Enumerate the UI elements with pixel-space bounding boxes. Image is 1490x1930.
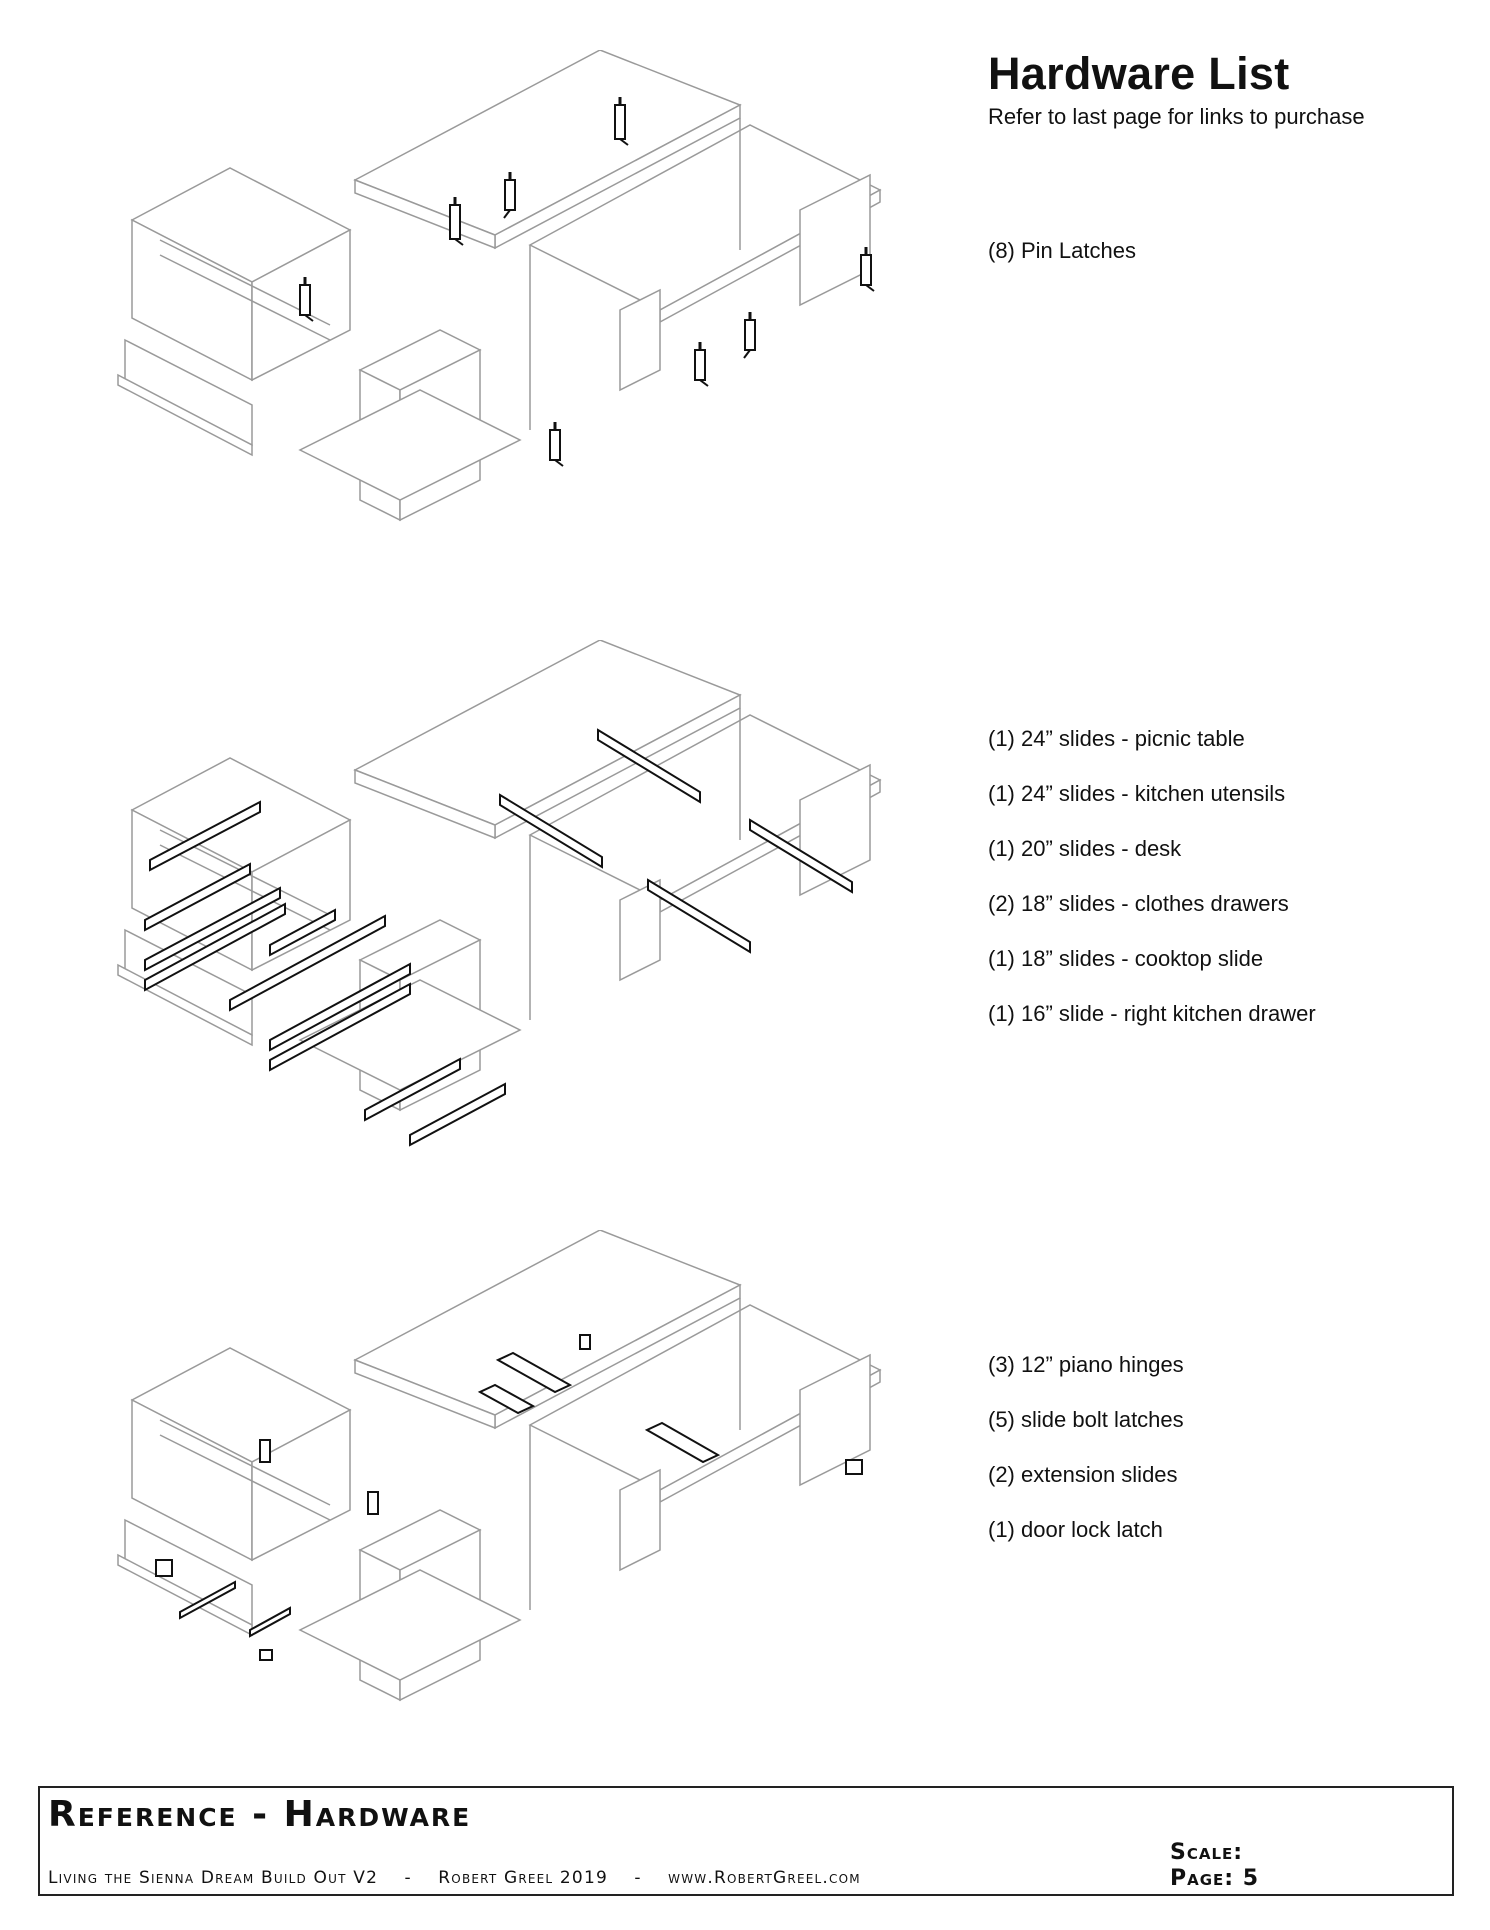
hardware-list-hinges-latches: (3) 12” piano hinges (5) slide bolt latc… [988,1352,1184,1572]
pin-latch [860,247,875,292]
pin-latch [614,97,629,146]
pin-latches [299,97,875,467]
piano-hinge [644,1421,721,1464]
footer-separator: - [404,1868,412,1888]
hardware-item: (3) 12” piano hinges [988,1352,1184,1377]
author-credit: Robert Greel 2019 [438,1868,608,1888]
pin-latch [503,172,516,219]
door-lock-latch [259,1649,273,1661]
hardware-item: (1) 24” slides - picnic table [988,726,1245,751]
slide-bolt-latch [579,1334,591,1350]
hardware-list-slides: (1) 24” slides - picnic table (1) 24” sl… [988,726,1316,1056]
drawer-slide [144,902,286,992]
slide-bolt-latch [367,1491,379,1515]
drawer-slides [144,728,853,1147]
pin-latch [743,312,756,359]
pin-latch [549,422,564,467]
drawer-slide [409,1082,506,1147]
floor-plate [298,389,522,501]
bed-support [619,288,661,392]
drawer-slide [364,1057,461,1122]
floor-plate [298,1569,522,1681]
project-name: Living the Sienna Dream Build Out V2 [48,1868,379,1888]
website-text: www.RobertGreel.com [668,1868,861,1888]
pin-latch [449,197,464,246]
drawer-slides-illustration [100,640,960,1180]
platform-front [354,768,496,840]
pin-latch-drawing [117,50,882,522]
platform-front [354,1358,496,1430]
hardware-item: (1) 16” slide - right kitchen drawer [988,1001,1316,1026]
extension-slide [179,1580,236,1620]
hinges-latches-drawing [117,1230,882,1702]
piano-hinge [495,1351,573,1394]
drawer-slide [269,908,336,957]
slide-bolt-latch [845,1459,863,1475]
drawer-slide [144,886,281,972]
van-build-model [117,1230,882,1702]
hardware-item: (1) 24” slides - kitchen utensils [988,781,1286,806]
hardware-item: (1) 20” slides - desk [988,836,1182,861]
cabinet-side [251,818,351,972]
hardware-item: (8) Pin Latches [988,238,1136,263]
bed-support [619,1468,661,1572]
cabinet-side [251,1408,351,1562]
hinges-latches-illustration [100,1230,960,1770]
bed-support [619,878,661,982]
hardware-list-pin-latches: (8) Pin Latches [988,238,1136,293]
slide-bolt-latches [155,1334,863,1577]
extension-slide [249,1606,291,1638]
page-title: Hardware List [988,48,1290,99]
hardware-item: (1) door lock latch [988,1517,1163,1542]
drawer-slide [269,962,411,1052]
pin-latch-illustration [100,50,960,590]
hardware-item: (2) 18” slides - clothes drawers [988,891,1289,916]
cabinet-shelf [159,254,331,341]
scale-label: Scale: [1170,1840,1244,1865]
extension-slides [179,1580,291,1638]
page-number: Page: 5 [1170,1866,1260,1891]
title-block: Reference - Hardware Living the Sienna D… [38,1786,1454,1896]
drawer-slide [149,800,261,872]
drawer-slide [749,818,853,894]
cabinet-shelf [159,1434,331,1521]
page-subtitle: Refer to last page for links to purchase [988,104,1365,129]
drawer-slides-drawing [117,640,882,1147]
drawer-slide [229,914,386,1012]
hardware-item: (1) 18” slides - cooktop slide [988,946,1264,971]
hardware-item: (5) slide bolt latches [988,1407,1184,1432]
cabinet-shelf [159,1419,331,1506]
pin-latch [694,342,709,387]
base-rail [117,373,253,457]
slide-bolt-latch [155,1559,173,1577]
drawer-slide [597,728,701,804]
hardware-item: (2) extension slides [988,1462,1178,1487]
bed-leg-frame [799,1353,871,1487]
cabinet-shelf [159,844,331,931]
drawing-title: Reference - Hardware [48,1794,472,1835]
piano-hinge [477,1383,536,1415]
drawer-slide [144,862,251,932]
door-lock-latches [259,1649,273,1661]
drawer-slide [269,982,411,1072]
drawing-footer: Living the Sienna Dream Build Out V2 - R… [48,1868,861,1888]
drawer-slide [647,878,751,954]
slide-bolt-latch [259,1439,271,1463]
piano-hinges [477,1351,721,1464]
footer-separator: - [634,1868,642,1888]
pin-latch [299,277,314,322]
drawer-slide [499,793,603,869]
van-build-model [117,640,882,1112]
van-build-model [117,50,882,522]
